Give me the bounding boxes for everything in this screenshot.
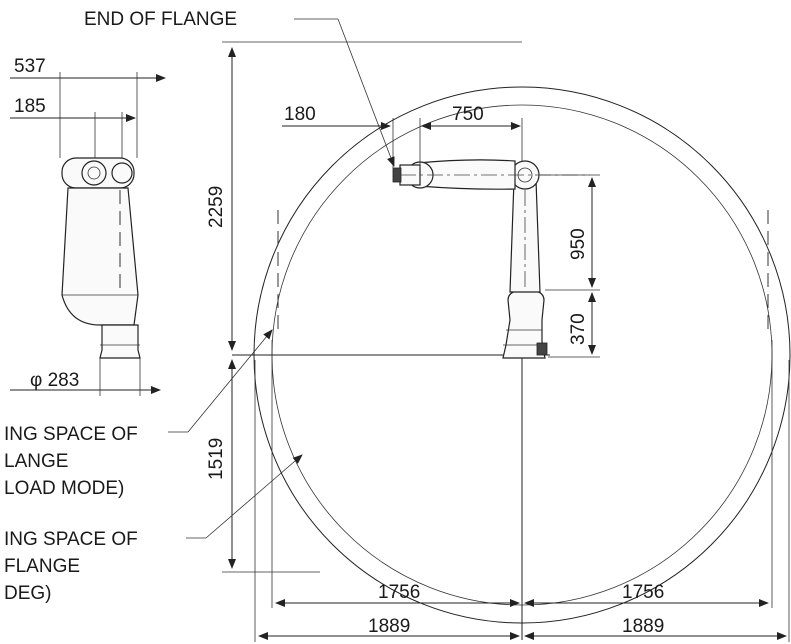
label-working-space-1-line3: LOAD MODE) [4,478,124,499]
robot-front-view [392,159,590,359]
dim-side-width-total: 537 [14,56,46,77]
dim-radius-right-outer: 1889 [622,616,664,637]
dim-base-diameter: φ 283 [30,370,79,391]
label-working-space-2-line1: ING SPACE OF [4,529,138,550]
dim-radius-left-outer: 1889 [368,616,410,637]
dim-base-height: 370 [568,313,589,345]
label-working-space-1-line2: LANGE [4,451,68,472]
label-working-space-1-line1: ING SPACE OF [4,424,138,445]
dim-upper-arm-length: 750 [452,104,484,125]
dim-radius-left-inner: 1756 [378,582,420,603]
label-end-of-flange: END OF FLANGE [84,9,237,30]
dim-lower-arm-length: 950 [568,228,589,260]
label-working-space-2-line3: DEG) [4,583,52,604]
dim-flange-offset: 180 [284,104,316,125]
dim-radius-right-inner: 1756 [622,582,664,603]
label-working-space-2-line2: FLANGE [4,556,80,577]
dim-total-height: 2259 [206,186,227,228]
dim-lower-reach: 1519 [206,438,227,480]
front-dimensions [222,41,790,642]
robot-side-view [61,157,141,359]
side-dimensions [10,72,166,396]
dim-side-width-arm: 185 [14,96,46,117]
